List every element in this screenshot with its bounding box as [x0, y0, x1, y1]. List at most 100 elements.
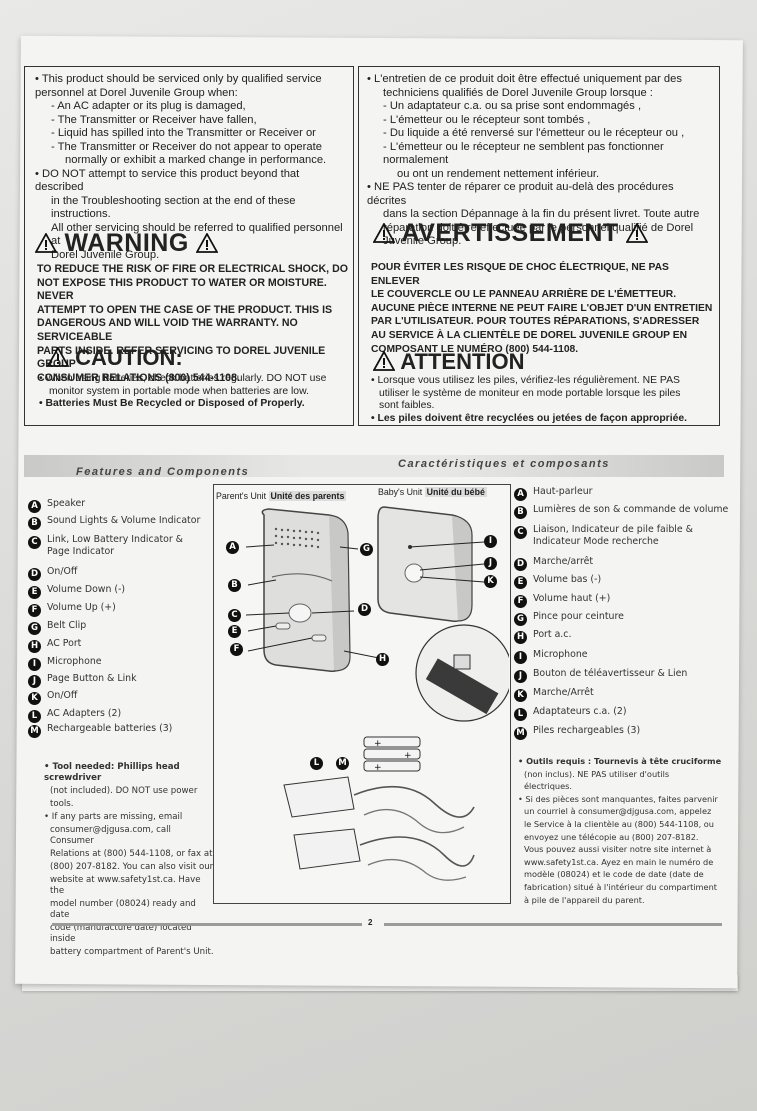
notes-fr: • Outils requis : Tournevis à tête cruci… [518, 756, 734, 907]
letter-badge: B [28, 517, 41, 530]
note-line: Vous pouvez aussi visiter notre site int… [524, 844, 712, 855]
caution-line: • Batteries Must Be Recycled or Disposed… [39, 398, 305, 410]
warning-line: DANGEROUS AND WILL VOID THE WARRANTY. NO… [37, 317, 298, 343]
letter-badge: F [514, 595, 527, 608]
component-item-continued: Indicateur Mode recherche [533, 536, 659, 547]
letter-badge: A [514, 488, 527, 501]
note-line: envoyez une télécopie au (800) 207-8182. [524, 831, 699, 842]
avertissement-title: AVERTISSEMENT [401, 219, 619, 247]
callout-badge: M [336, 757, 349, 770]
callout-badge: E [228, 625, 241, 638]
letter-badge: I [28, 658, 41, 671]
caution-heading: CAUTION: [47, 345, 183, 371]
note-line: tools. [50, 799, 74, 809]
note-line: battery compartment of Parent's Unit. [50, 947, 214, 957]
letter-badge: M [28, 725, 41, 738]
components-diagram: Parent's Unit Unité des parents Baby's U… [213, 484, 511, 904]
note-line: code (manufacture date) located inside [50, 923, 192, 944]
letter-badge: L [28, 710, 41, 723]
warning-line: ATTEMPT TO OPEN THE CASE OF THE PRODUCT.… [37, 303, 333, 316]
warning-heading: WARNING [35, 229, 219, 258]
service-line: - The Transmitter or Receiver have falle… [51, 113, 257, 126]
letter-badge: B [514, 506, 527, 519]
callout-badge: H [376, 653, 389, 666]
callout-badge: A [226, 541, 239, 554]
service-line: • DO NOT attempt to service this product… [35, 167, 300, 194]
baby-unit-body [377, 506, 465, 623]
service-line: normally or exhibit a marked change in p… [65, 154, 327, 166]
letter-badge: F [28, 604, 41, 617]
letter-badge: C [28, 536, 41, 549]
warning-triangle-icon [626, 223, 649, 243]
french-safety-box: • L'entretien de ce produit doit être ef… [358, 66, 720, 426]
caution-triangle-icon [373, 351, 395, 371]
callout-badge: C [228, 609, 241, 622]
parent-unit-side [328, 514, 351, 672]
warning-title: WARNING [64, 229, 189, 257]
service-line: All other servicing should be referred t… [51, 221, 343, 248]
avertissement-heading: AVERTISSEMENT [373, 219, 649, 248]
note-line: à pile de l'appareil du parent. [524, 894, 645, 905]
baby-unit-label: Baby's Unit Unité du bébé [378, 487, 487, 497]
letter-badge: H [514, 631, 527, 644]
service-line: - Liquid has spilled into the Transmitte… [51, 127, 316, 139]
service-line: réparation doit être effectuée par le pe… [383, 221, 694, 234]
note-line: (800) 207-8182. You can also visit our [50, 862, 214, 872]
letter-badge: I [514, 651, 527, 664]
letter-badge: C [514, 526, 527, 539]
baby-page-button [404, 563, 424, 583]
warning-text: TO REDUCE THE RISK OF FIRE OR ELECTRICAL… [37, 263, 353, 385]
attention-heading: ATTENTION [373, 349, 525, 375]
service-line: • NE PAS tenter de réparer ce produit au… [367, 181, 674, 207]
warning-line: POUR ÉVITER LES RISQUE DE CHOC ÉLECTRIQU… [371, 262, 669, 287]
service-line: - L'émetteur ou le récepteur sont tombés… [383, 113, 591, 126]
callout-badge: G [360, 543, 373, 556]
service-line: ou ont un rendement nettement inférieur. [397, 167, 600, 180]
service-line: Juvenile Group. [383, 235, 462, 247]
english-safety-box: • This product should be serviced only b… [24, 66, 354, 426]
ac-adapters [283, 776, 475, 881]
sound-lights [271, 573, 333, 582]
rechargeable-batteries [363, 736, 421, 772]
service-line: - L'émetteur ou le récepteur ne semblent… [383, 140, 664, 167]
caution-line: utiliser le système de moniteur en mode … [379, 387, 681, 399]
footer-rule [384, 923, 722, 926]
letter-badge: M [514, 727, 527, 740]
warning-line: AU SERVICE À LA CLIENTÈLE DE DOREL JUVEN… [371, 329, 688, 341]
letter-badge: J [28, 675, 41, 688]
caution-triangle-icon [47, 347, 69, 367]
note-line: Relations at (800) 544-1108, or fax at [50, 849, 213, 859]
baby-unit-side [451, 514, 473, 622]
letter-badge: E [514, 576, 527, 589]
callout-badge: B [228, 579, 241, 592]
caution-line: • Les piles doivent être recyclées ou je… [371, 412, 688, 424]
volume-button [311, 634, 327, 642]
callout-badge: K [484, 575, 497, 588]
note-line: fabrication) situé à l'intérieur du comp… [524, 881, 717, 892]
letter-badge: D [514, 558, 527, 571]
note-line: modèle (08024) et le code de date (date … [524, 869, 704, 880]
caution-line: sont faibles. [379, 400, 435, 412]
caution-line: • Lorsque vous utilisez les piles, vérif… [371, 375, 680, 386]
note-line: (non inclus). NE PAS utiliser d'outils [524, 768, 670, 779]
letter-badge: K [514, 689, 527, 702]
warning-line: PAR L'UTILISATEUR. POUR TOUTES RÉPARATIO… [371, 316, 700, 328]
warning-line: COMPOSANT LE NUMÉRO (800) 544-1108. [371, 343, 579, 355]
service-line: dans la section Dépannage à la fin du pr… [383, 208, 700, 220]
letter-badge: G [28, 622, 41, 635]
warning-triangle-icon [35, 233, 57, 253]
warning-line: NOT EXPOSE THIS PRODUCT TO WATER OR MOIS… [37, 276, 327, 303]
callout-badge: D [358, 603, 371, 616]
features-header-band [24, 455, 724, 477]
